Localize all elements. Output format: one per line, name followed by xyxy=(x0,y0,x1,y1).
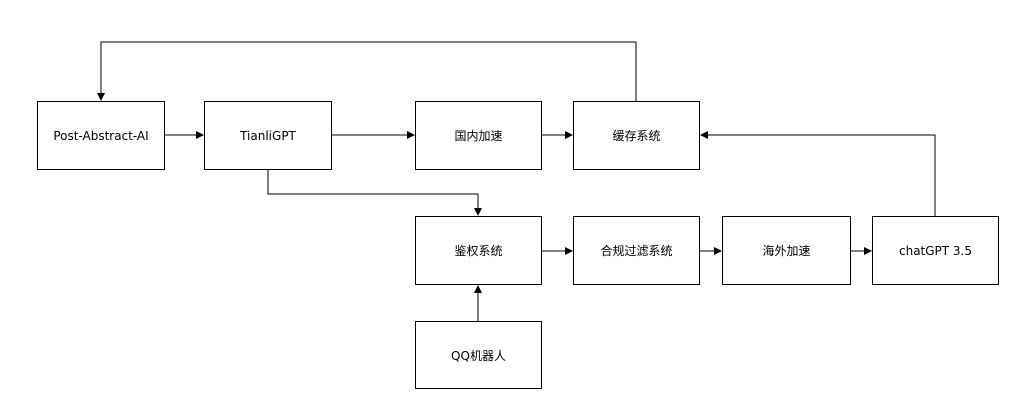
node-label: QQ机器人 xyxy=(451,348,506,363)
node-hegui-guolv-xitong: 合规过滤系统 xyxy=(573,216,700,285)
node-huancun-xitong: 缓存系统 xyxy=(573,101,700,170)
node-tianligpt: TianliGPT xyxy=(204,101,332,170)
node-qq-robot: QQ机器人 xyxy=(415,321,542,389)
node-label: Post-Abstract-AI xyxy=(53,128,149,143)
node-jianquan-xitong: 鉴权系统 xyxy=(415,216,542,285)
edge-cache-to-post xyxy=(97,41,637,101)
edge-chatgpt-to-cache xyxy=(700,131,936,216)
node-label: 海外加速 xyxy=(762,244,811,258)
edge-tianligpt-to-auth xyxy=(267,170,482,216)
node-guonei-jiasu: 国内加速 xyxy=(415,101,542,170)
node-label: chatGPT 3.5 xyxy=(898,243,973,258)
node-label: 鉴权系统 xyxy=(454,244,503,258)
node-post-abstract-ai: Post-Abstract-AI xyxy=(37,101,165,170)
node-label: 缓存系统 xyxy=(612,129,661,143)
node-haiwai-jiasu: 海外加速 xyxy=(722,216,851,285)
node-label: 合规过滤系统 xyxy=(600,244,673,258)
node-label: 国内加速 xyxy=(454,129,503,143)
node-label: TianliGPT xyxy=(240,128,296,143)
node-chatgpt: chatGPT 3.5 xyxy=(872,216,999,285)
